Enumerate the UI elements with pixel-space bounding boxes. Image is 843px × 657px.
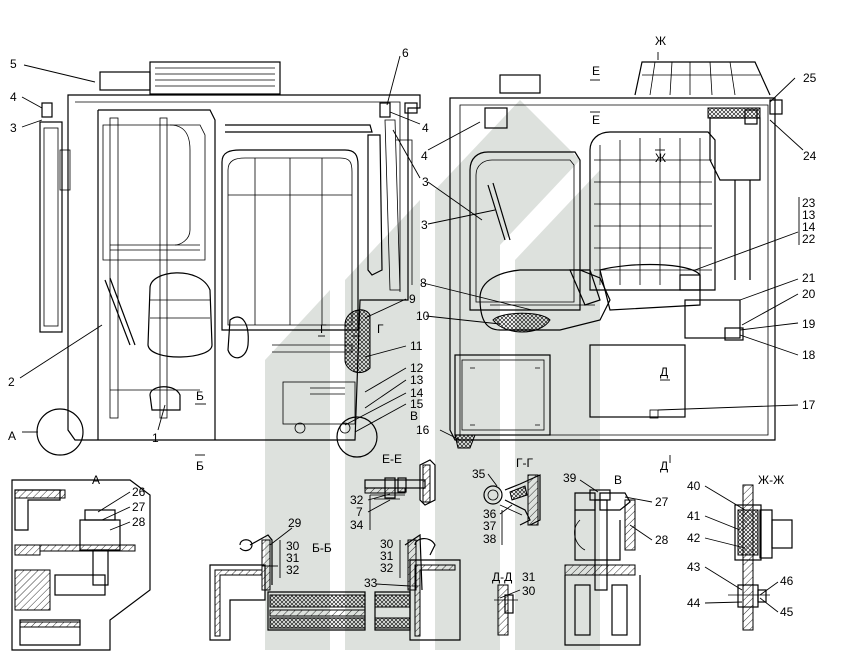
detail-ZhZh (728, 484, 793, 631)
callout-13: 13 (802, 208, 816, 222)
callout-27: 27 (655, 495, 669, 509)
callout-30: 30 (380, 537, 394, 551)
callout-32: 32 (380, 561, 394, 575)
callout-35: 35 (472, 467, 486, 481)
callout-17: 17 (802, 398, 816, 412)
section-arrows (195, 52, 671, 463)
right-cab-view (449, 61, 783, 449)
section-mark-D: Д (660, 365, 668, 379)
callout-14: 14 (802, 220, 816, 234)
callout-34: 34 (350, 518, 364, 532)
section-mark-B: Б (196, 459, 204, 473)
callout-44: 44 (687, 596, 701, 610)
callout-2: 2 (8, 375, 15, 389)
section-mark-E: Е (592, 113, 600, 127)
callout-13: 13 (410, 373, 424, 387)
callout-11: 11 (410, 339, 423, 353)
callout-36: 36 (483, 507, 497, 521)
section-mark-Zh: Ж (655, 151, 666, 165)
callout-45: 45 (780, 605, 794, 619)
callout-25: 25 (803, 71, 817, 85)
callout-10: 10 (416, 309, 430, 323)
callout-labels: 5 4 3 2 1 6 4 3 4 3 8 9 10 11 12 13 14 1… (8, 34, 817, 619)
callout-41: 41 (687, 509, 701, 523)
callout-30: 30 (522, 584, 536, 598)
callout-38: 38 (483, 532, 497, 546)
callout-9: 9 (409, 292, 416, 306)
callout-18: 18 (802, 348, 816, 362)
callout-4: 4 (421, 149, 428, 163)
section-mark-G: Г (377, 322, 384, 336)
callout-3: 3 (422, 175, 429, 189)
callout-29: 29 (288, 516, 302, 530)
detail-BB (209, 533, 461, 641)
section-mark-G: Г (320, 322, 327, 336)
callout-43: 43 (687, 560, 701, 574)
callout-4: 4 (10, 90, 17, 104)
callout-39: 39 (563, 471, 577, 485)
callout-7: 7 (356, 505, 363, 519)
callout-42: 42 (687, 531, 701, 545)
section-mark-B: Б (196, 389, 204, 403)
section-mark-E: Е (592, 64, 600, 78)
detail-A-title: А (92, 473, 100, 487)
callout-6: 6 (402, 46, 409, 60)
callout-22: 22 (802, 232, 816, 246)
callout-4: 4 (422, 121, 429, 135)
callout-40: 40 (687, 479, 701, 493)
callout-3: 3 (421, 218, 428, 232)
callout-28: 28 (132, 515, 146, 529)
callout-5: 5 (10, 57, 17, 71)
callout-31: 31 (522, 570, 536, 584)
leader-lines (19, 55, 804, 613)
detail-DD (494, 584, 518, 636)
callout-30: 30 (286, 539, 300, 553)
left-cab-view (36, 61, 421, 458)
section-mark-A: А (8, 429, 16, 443)
detail-EE-title: Е-Е (382, 452, 402, 466)
callout-1: 1 (152, 431, 159, 445)
callout-46: 46 (780, 574, 794, 588)
callout-37: 37 (483, 519, 497, 533)
callout-16: 16 (416, 423, 430, 437)
callout-23: 23 (802, 196, 816, 210)
detail-DD-title: Д-Д (492, 570, 512, 584)
detail-V-title: В (614, 473, 622, 487)
callout-33: 33 (364, 576, 378, 590)
callout-31: 31 (380, 549, 394, 563)
section-mark-Zh: Ж (655, 34, 666, 48)
detail-A (11, 479, 151, 651)
callout-32: 32 (286, 563, 300, 577)
callout-14: 14 (410, 386, 424, 400)
callout-32: 32 (350, 493, 364, 507)
callout-20: 20 (802, 287, 816, 301)
callout-8: 8 (420, 276, 427, 290)
section-mark-V: В (410, 409, 418, 423)
detail-GG (483, 474, 541, 526)
callout-28: 28 (655, 533, 669, 547)
callout-21: 21 (802, 271, 816, 285)
section-mark-D: Д (660, 459, 668, 473)
callout-31: 31 (286, 551, 300, 565)
callout-19: 19 (802, 317, 816, 331)
callout-27: 27 (132, 500, 146, 514)
detail-ZhZh-title: Ж-Ж (758, 473, 784, 487)
detail-GG-title: Г-Г (516, 456, 533, 470)
callout-3: 3 (10, 121, 17, 135)
detail-BB-title: Б-Б (312, 541, 332, 555)
callout-26: 26 (132, 485, 146, 499)
callout-24: 24 (803, 149, 817, 163)
callout-12: 12 (410, 361, 424, 375)
callout-15: 15 (410, 397, 424, 411)
